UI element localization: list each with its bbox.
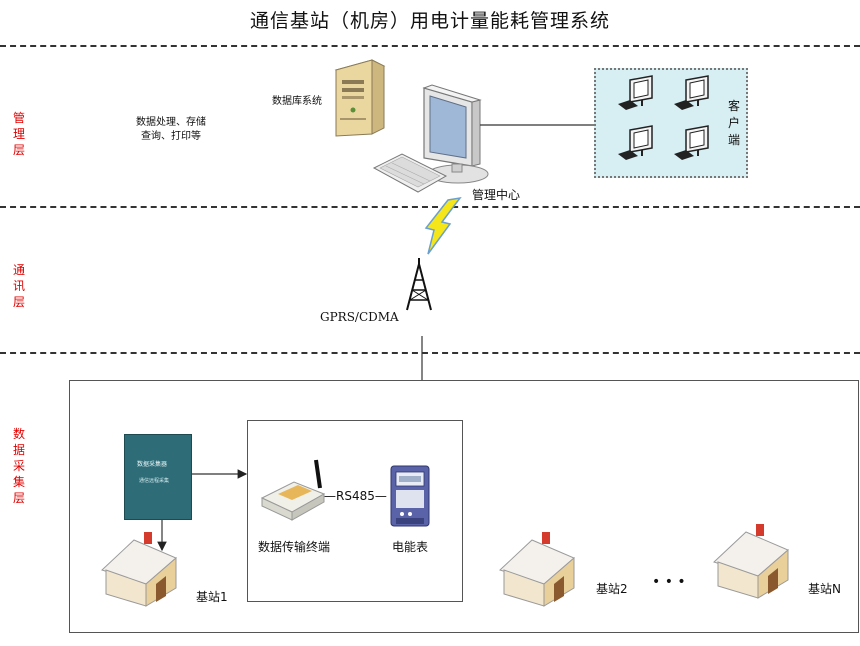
database-server-icon xyxy=(334,59,386,137)
station2-house-icon xyxy=(499,532,575,607)
client-pc-3 xyxy=(618,125,653,160)
data-collector-cabinet: 数据采集器 通信远程采集 xyxy=(124,434,192,520)
collector-links xyxy=(157,469,248,552)
processing-note-line2: 查询、打印等 xyxy=(141,131,201,142)
center-client-link xyxy=(480,124,596,126)
layer-label-communication: 通讯层 xyxy=(12,263,25,309)
network-label: GPRS/CDMA xyxy=(320,310,399,324)
client-computers-icon xyxy=(618,75,709,160)
client-pc-1 xyxy=(618,75,653,110)
station1-label: 基站1 xyxy=(196,590,228,604)
processing-note: 数据处理、存储 查询、打印等 xyxy=(126,116,216,144)
meter-label: 电能表 xyxy=(392,540,429,554)
collector-text1: 数据采集器 xyxy=(137,461,168,468)
communication-acquisition-link xyxy=(421,336,423,380)
processing-note-line1: 数据处理、存储 xyxy=(136,117,206,128)
station2-label: 基站2 xyxy=(596,582,628,596)
client-pc-2 xyxy=(674,75,709,110)
layer-label-management: 管理层 xyxy=(12,111,25,157)
station-ellipsis: • • • xyxy=(652,574,686,590)
data-terminal-icon xyxy=(260,459,326,521)
electric-meter-icon xyxy=(390,465,430,527)
signal-tower-icon xyxy=(406,258,432,311)
terminal-label: 数据传输终端 xyxy=(258,540,331,554)
client-label: 客户端 xyxy=(728,99,741,147)
separator-top xyxy=(0,45,860,47)
station1-house-icon xyxy=(101,532,177,607)
management-center-label: 管理中心 xyxy=(472,188,521,202)
database-label: 数据库系统 xyxy=(272,96,322,107)
client-pc-4 xyxy=(674,125,709,160)
layer-label-acquisition: 数据采集层 xyxy=(12,427,25,505)
station1-equipment-group xyxy=(247,420,463,602)
client-group xyxy=(594,68,748,178)
stationN-house-icon xyxy=(713,524,789,599)
management-center-computer-icon xyxy=(372,84,489,193)
rs485-label: —RS485— xyxy=(324,489,387,503)
separator-communication-acquisition xyxy=(0,352,860,354)
stationN-label: 基站N xyxy=(808,582,841,596)
separator-management-communication xyxy=(0,206,860,208)
collector-text2: 通信远程采集 xyxy=(139,478,170,484)
wireless-signal-icon xyxy=(424,196,462,255)
diagram-title: 通信基站（机房）用电计量能耗管理系统 xyxy=(249,10,610,32)
acquisition-area xyxy=(69,380,859,633)
